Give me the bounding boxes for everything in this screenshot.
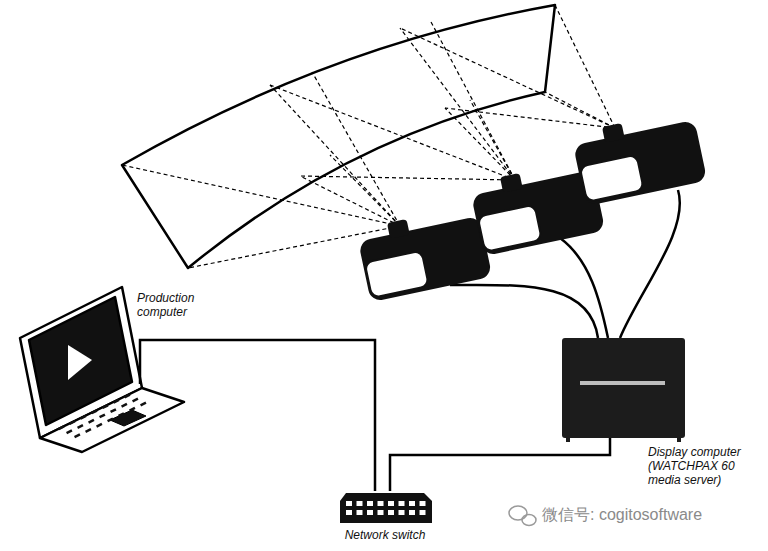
key	[113, 399, 119, 404]
key	[140, 402, 146, 407]
key	[77, 424, 83, 429]
key	[74, 433, 80, 438]
key	[102, 404, 108, 409]
port	[346, 510, 352, 515]
node-label: Production computer	[137, 291, 209, 319]
node-label: Display computer (WATCHPAX 60 media serv…	[648, 445, 758, 487]
key	[58, 425, 64, 430]
watermark: 微信号: cogitosoftware	[542, 505, 702, 525]
network-cable	[140, 340, 375, 491]
key	[85, 428, 91, 433]
node-label: Network switch	[330, 528, 440, 542]
port	[420, 501, 426, 506]
projection-rays	[122, 5, 615, 268]
key	[91, 409, 97, 414]
switch-node: Network switch	[330, 488, 440, 546]
key	[121, 403, 127, 408]
port	[399, 501, 405, 506]
port	[409, 510, 415, 515]
laptop-node: Production computer	[15, 284, 210, 454]
port	[367, 510, 373, 515]
key	[110, 408, 116, 413]
key	[99, 413, 105, 418]
port	[367, 501, 373, 506]
port	[346, 501, 352, 506]
network-cable	[390, 438, 610, 491]
projection-screen	[122, 5, 555, 268]
media-server	[562, 338, 685, 442]
key	[118, 412, 124, 417]
port	[378, 510, 384, 515]
port	[357, 501, 363, 506]
port	[388, 510, 394, 515]
key	[132, 398, 138, 403]
port	[357, 510, 363, 515]
key	[129, 407, 135, 412]
port	[409, 501, 415, 506]
key	[124, 394, 130, 399]
port	[378, 501, 384, 506]
key	[69, 420, 75, 425]
key	[66, 429, 72, 434]
server-node: Display computer (WATCHPAX 60 media serv…	[555, 335, 765, 495]
projector	[356, 204, 493, 302]
wechat-icon	[509, 506, 536, 526]
key	[96, 423, 102, 428]
port	[399, 510, 405, 515]
key	[80, 415, 86, 420]
keyboard-keys	[58, 394, 146, 439]
projector	[571, 108, 708, 206]
port	[388, 501, 394, 506]
key	[88, 419, 94, 424]
port	[420, 510, 426, 515]
key	[107, 417, 113, 422]
switch-icon	[340, 493, 432, 523]
